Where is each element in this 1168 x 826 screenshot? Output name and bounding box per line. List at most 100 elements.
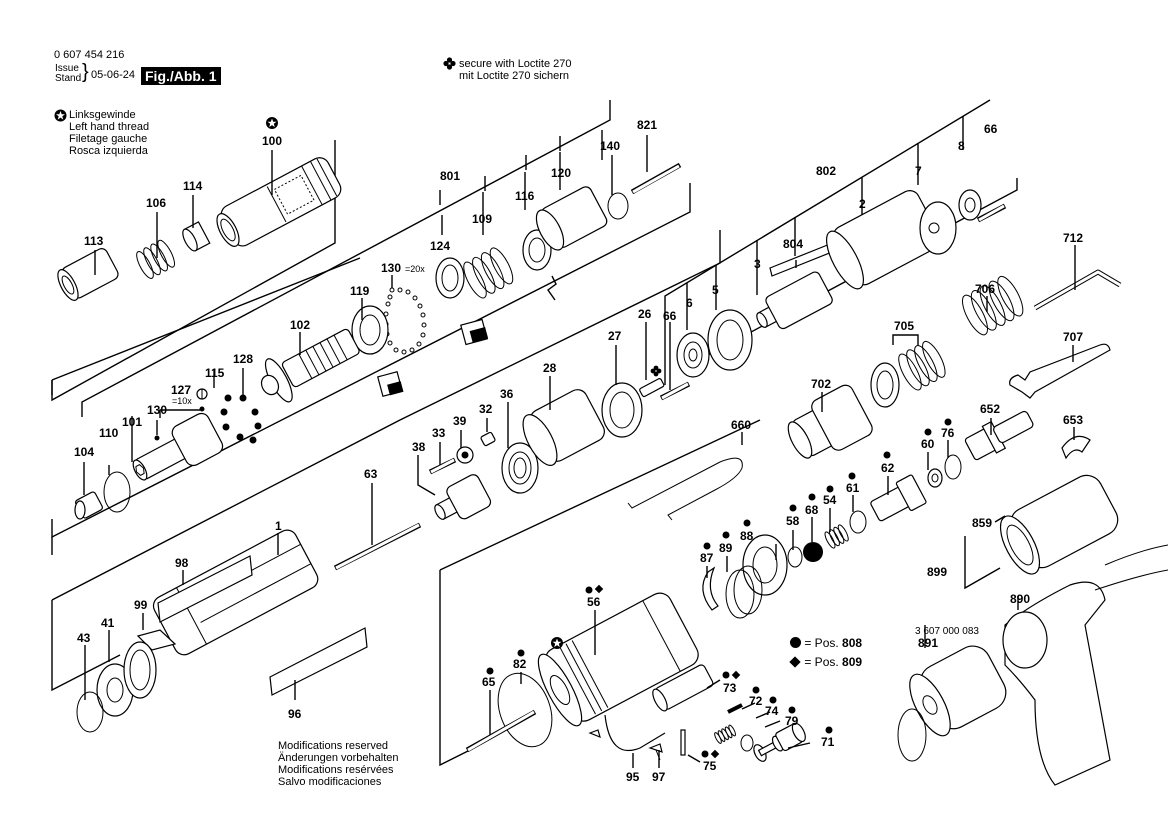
part-113 [57, 248, 119, 301]
filled-circle-icon [743, 519, 751, 527]
label-54: 54 [823, 493, 837, 507]
pos-value: 808 [842, 636, 863, 650]
filled-circle-icon [517, 649, 525, 657]
label-702: 702 [811, 377, 831, 391]
part-98 [157, 555, 253, 623]
legend-line: secure with Loctite 270 [459, 58, 572, 70]
filled-circle-icon [769, 696, 777, 704]
part-104 [74, 491, 103, 520]
label-75: 75 [703, 759, 717, 773]
pos-text: = Pos. [804, 655, 839, 669]
legend-line: mit Loctite 270 sichern [459, 70, 570, 82]
label-890: 890 [1010, 592, 1030, 606]
bracket-802 [664, 99, 991, 385]
label-104: 104 [74, 445, 94, 459]
parts [57, 157, 1168, 786]
part-58 [787, 546, 803, 568]
part-27 [601, 382, 643, 438]
label-74: 74 [765, 704, 779, 718]
label-76: 76 [941, 426, 955, 440]
label-97: 97 [652, 770, 666, 784]
part-859 [999, 474, 1119, 575]
filled-diamond-icon [731, 670, 741, 680]
filled-diamond-icon [594, 584, 604, 594]
pos-text: = Pos. [804, 636, 839, 650]
part-5 [707, 309, 753, 371]
part-28 [522, 389, 605, 466]
position-markers [266, 117, 952, 759]
part-127 [199, 406, 205, 412]
part-706 [961, 275, 1024, 336]
label-660: 660 [731, 418, 751, 432]
part-653 [1061, 435, 1091, 460]
label-120: 120 [551, 166, 571, 180]
part-95 [604, 714, 666, 752]
part-61 [849, 510, 867, 534]
part-39 [456, 446, 474, 464]
label-128: 128 [233, 352, 253, 366]
four-leaf-clover-icon [443, 57, 456, 70]
hose-line [1104, 544, 1168, 566]
frame-mid [51, 183, 691, 539]
label-62: 62 [881, 461, 895, 475]
part-705 [870, 340, 946, 408]
label-7: 7 [915, 164, 922, 178]
filled-circle-icon [848, 472, 856, 480]
filled-circle-icon [788, 706, 796, 714]
part-60 [927, 468, 943, 488]
label-66b: 66 [663, 309, 677, 323]
label-101: 101 [122, 415, 142, 429]
label-36: 36 [500, 387, 514, 401]
label-2: 2 [859, 197, 866, 211]
label-3: 3 [754, 257, 761, 271]
label-706: 706 [975, 282, 995, 296]
part-707 [1009, 343, 1111, 399]
label-33: 33 [432, 426, 446, 440]
label-127: 127 [171, 383, 191, 397]
brace: } [82, 61, 89, 83]
part-891-oring [897, 708, 927, 762]
part-6 [676, 332, 710, 378]
part-screw [588, 729, 601, 739]
legend-line: Filetage gauche [69, 133, 148, 145]
label-712: 712 [1063, 231, 1083, 245]
note-line: Salvo modificaciones [278, 776, 382, 788]
label-130-qty: =20x [405, 264, 425, 274]
label-73: 73 [723, 681, 737, 695]
part-54 [824, 524, 849, 549]
star-circle-icon [54, 109, 67, 122]
part-89 [725, 565, 763, 619]
note-line: Änderungen vorbehalten [278, 752, 399, 764]
part-72 [727, 703, 743, 714]
part-87 [702, 566, 719, 611]
star-circle-icon [266, 117, 278, 129]
pos-value: 809 [842, 655, 863, 669]
label-124: 124 [430, 239, 450, 253]
position-legend-808: = Pos. 808 [790, 634, 862, 653]
part-652 [964, 410, 1034, 461]
filled-circle-icon [883, 451, 891, 459]
label-115: 115 [205, 366, 225, 380]
label-88: 88 [740, 529, 754, 543]
label-5: 5 [712, 283, 719, 297]
label-38: 38 [412, 440, 426, 454]
note-line: Modifications reserved [278, 740, 389, 752]
label-66: 66 [984, 122, 998, 136]
part-96 [269, 627, 368, 696]
filled-circle-icon [722, 531, 730, 539]
part-82 [497, 672, 553, 748]
label-8: 8 [958, 139, 965, 153]
label-63: 63 [364, 467, 378, 481]
legend-line: Linksgewinde [69, 109, 136, 121]
label-891-order-number: 3 607 000 083 [915, 626, 979, 637]
frame-lower-left [51, 600, 121, 692]
note-line: Modifications resérvées [278, 764, 394, 776]
figure-label: Fig./Abb. 1 [141, 67, 221, 85]
label-705: 705 [894, 319, 914, 333]
grease-icon [377, 371, 404, 397]
label-58: 58 [786, 514, 800, 528]
label-68: 68 [805, 503, 819, 517]
label-89: 89 [719, 541, 733, 555]
label-127-qty: =10x [172, 396, 192, 406]
